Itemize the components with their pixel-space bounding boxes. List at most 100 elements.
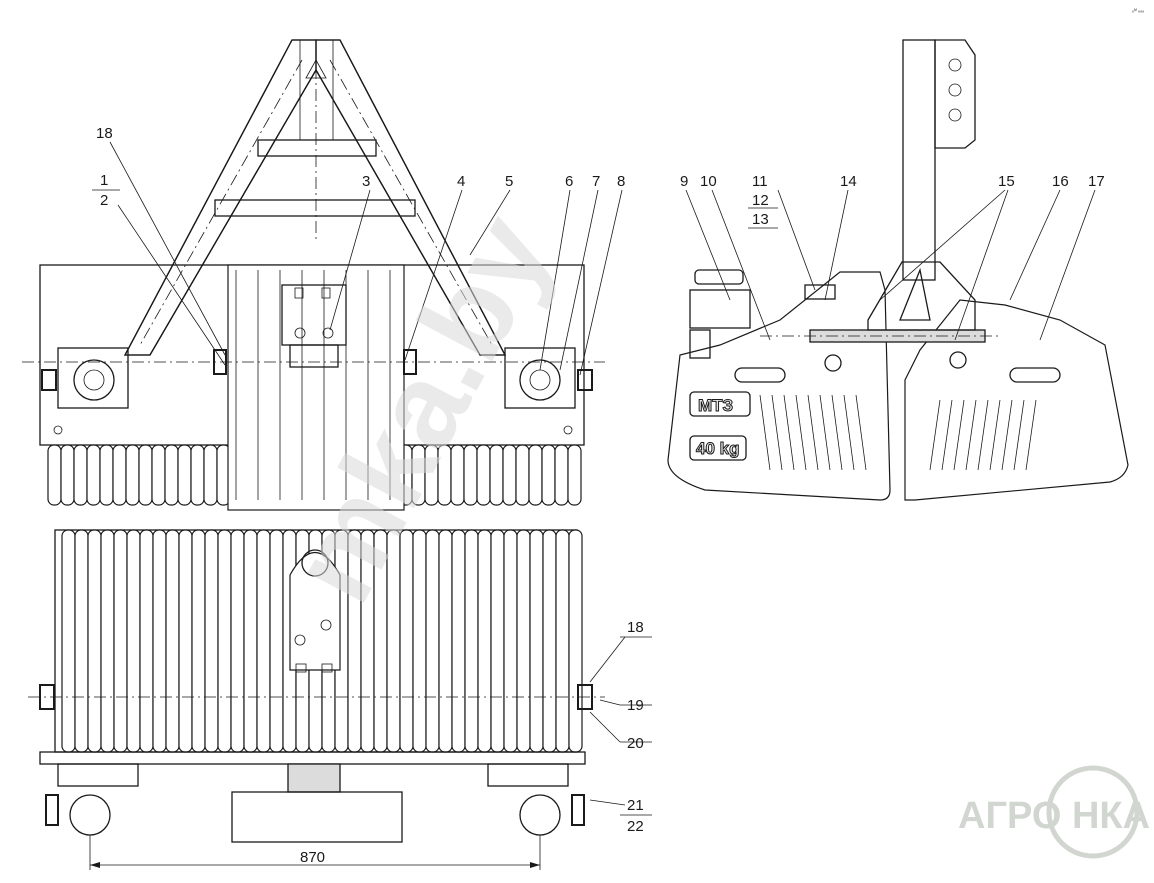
hitch-bracket — [689, 289, 751, 329]
callout-side-6: 15 — [998, 173, 1015, 190]
side-rib-left — [807, 394, 819, 471]
lifting-eye-hole — [301, 549, 329, 577]
top-rib — [191, 529, 206, 753]
front-rib — [476, 444, 491, 506]
callout-labels: 18 1 2 3 4 5 6 7 8 9 10 11 12 13 14 15 1… — [96, 125, 1105, 835]
front-rib — [164, 444, 179, 506]
dim-value: 870 — [300, 849, 325, 866]
eye-bolt-1 — [294, 634, 306, 646]
front-rib — [47, 444, 62, 506]
callout-side-1: 10 — [700, 173, 717, 190]
callout-front-5: 5 — [505, 173, 513, 190]
callout-front-2: 2 — [100, 192, 108, 209]
side-rib-right — [965, 399, 977, 471]
top-roller-left — [69, 794, 111, 836]
mount-hole-left — [53, 425, 63, 435]
front-rib — [177, 444, 192, 506]
dim-arrow-right — [530, 862, 540, 868]
center-mount-inner — [899, 267, 931, 321]
top-rib — [74, 529, 89, 753]
bolt-right — [949, 351, 967, 369]
side-rib-right — [1013, 399, 1025, 471]
side-rib-right — [1025, 399, 1037, 471]
tie-rod-nut-left — [213, 349, 227, 375]
top-rib — [87, 529, 102, 753]
top-view: 870 — [28, 529, 652, 870]
front-rib — [60, 444, 75, 506]
logo-text: АГРО НКА — [958, 795, 1150, 837]
callout-side-7: 16 — [1052, 173, 1069, 190]
top-rib — [230, 529, 245, 753]
top-rib — [529, 529, 544, 753]
top-rib — [516, 529, 531, 753]
top-rib — [165, 529, 180, 753]
lifting-eye — [289, 551, 341, 671]
clamp-bolt-r — [322, 327, 334, 339]
clamp-bolt-l — [294, 327, 306, 339]
top-rib — [243, 529, 258, 753]
callout-front-4: 4 — [457, 173, 465, 190]
side-rib-left — [759, 394, 771, 471]
bracket-hole-3 — [948, 108, 962, 122]
eye-bolt-2 — [320, 619, 332, 631]
callout-side-5: 14 — [840, 173, 857, 190]
top-rib — [438, 529, 453, 753]
side-rib-right — [977, 399, 989, 471]
front-rib — [138, 444, 153, 506]
emboss-weight: 40 kg — [696, 439, 739, 458]
top-rib — [256, 529, 271, 753]
callout-side-3: 12 — [752, 192, 769, 209]
callout-front-8: 8 — [617, 173, 625, 190]
hitch-pin — [689, 329, 711, 359]
a-frame-left-leg — [123, 39, 317, 356]
side-rib-right — [989, 399, 1001, 471]
top-rib — [568, 529, 583, 753]
side-rib-left — [831, 394, 843, 471]
side-rib-left — [783, 394, 795, 471]
front-rib — [541, 444, 556, 506]
top-rib — [425, 529, 440, 753]
eye-nut-2 — [321, 663, 333, 673]
left-lower-bracket — [41, 347, 129, 409]
slot-right — [1009, 367, 1061, 383]
top-center-block — [287, 763, 341, 793]
emboss-frame-weight — [689, 435, 747, 461]
top-rib — [113, 529, 128, 753]
top-rib — [451, 529, 466, 753]
callout-side-8: 17 — [1088, 173, 1105, 190]
top-rib — [139, 529, 154, 753]
top-rib — [490, 529, 505, 753]
front-rib — [73, 444, 88, 506]
emboss-mtz: МТЗ — [698, 396, 733, 415]
a-frame-crossbar-top — [257, 139, 377, 157]
top-nut-right — [577, 684, 593, 710]
top-rib — [100, 529, 115, 753]
front-rib — [151, 444, 166, 506]
front-rib — [203, 444, 218, 506]
clamp-slot-r — [321, 287, 331, 299]
tie-rod-nut-right — [403, 349, 417, 375]
agro-logo: АГРО НКА — [958, 765, 1150, 859]
top-lower-stack — [231, 791, 403, 843]
slot-left — [734, 367, 786, 383]
side-rib-right — [953, 399, 965, 471]
callout-top-2: 20 — [627, 735, 644, 752]
top-rib — [217, 529, 232, 753]
clamp-slot-l — [294, 287, 304, 299]
eye-nut-1 — [295, 663, 307, 673]
side-ribs-left — [759, 394, 867, 471]
center-stack-ribs — [235, 270, 391, 500]
top-leaders — [589, 636, 652, 816]
side-ribs-right — [929, 399, 1037, 471]
top-rib — [152, 529, 167, 753]
callout-front-0: 18 — [96, 125, 113, 142]
front-view — [22, 39, 623, 511]
center-mount — [867, 261, 976, 331]
callout-side-0: 9 — [680, 173, 688, 190]
callout-front-3: 3 — [362, 173, 370, 190]
dim-arrow-left — [90, 862, 100, 868]
top-rib — [555, 529, 570, 753]
callout-side-4: 13 — [752, 211, 769, 228]
top-rib — [204, 529, 219, 753]
